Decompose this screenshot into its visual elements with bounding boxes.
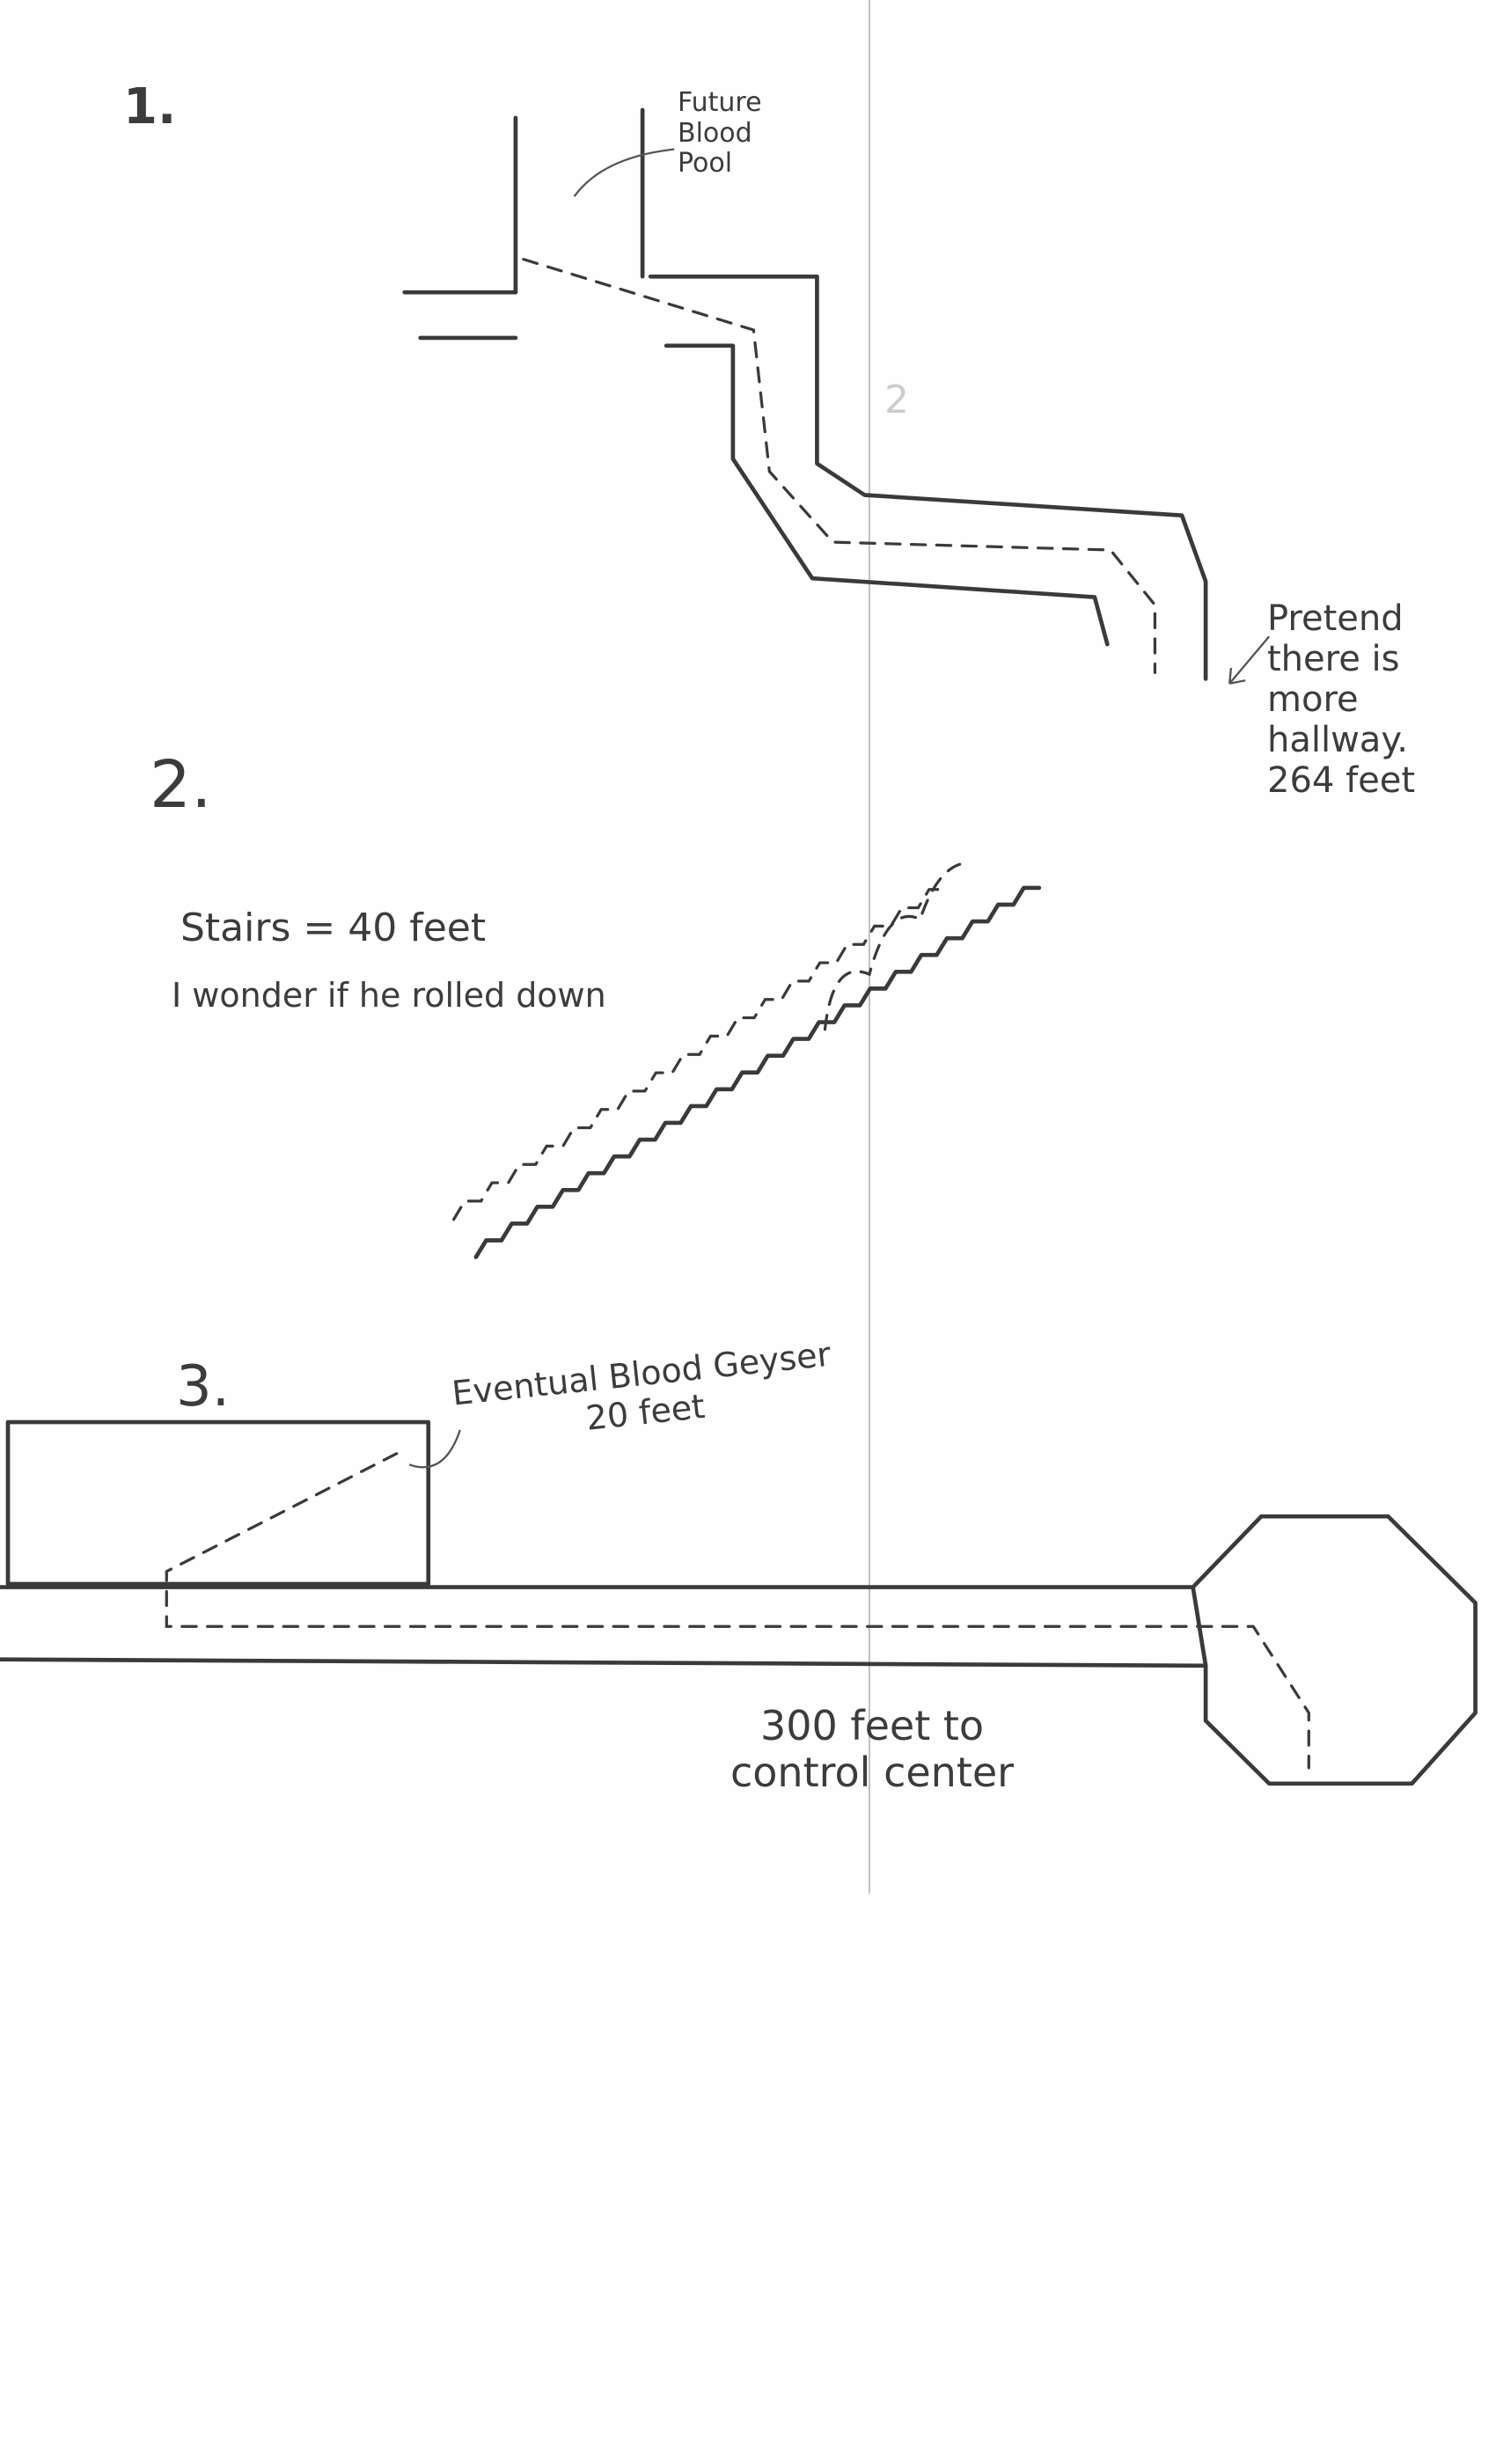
hallway-map-1: [402, 107, 1271, 685]
distance-note: 300 feet to control center: [730, 1702, 1015, 1796]
path-route: [165, 1452, 1310, 1770]
roll-note: I wonder if he rolled down: [172, 976, 606, 1015]
stairs-note: Stairs = 40 feet: [180, 906, 487, 950]
stairs-map-2: [451, 862, 1042, 1259]
section-number-2: 2.: [150, 747, 212, 823]
path-route: [522, 258, 1157, 674]
faint-mark: 2: [884, 378, 909, 422]
corridor-map-3: [0, 1419, 1478, 1786]
section-number-3: 3.: [176, 1354, 231, 1419]
hallway-note: Pretend there is more hallway. 264 feet: [1267, 598, 1416, 801]
arrow-icon: [1228, 635, 1271, 685]
blood-pool-note: Future Blood Pool: [678, 87, 762, 179]
control-center-octagon: [1191, 1514, 1478, 1786]
section-number-1: 1.: [123, 78, 177, 136]
arrow-icon: [408, 1429, 461, 1469]
arrow-icon: [573, 148, 675, 197]
